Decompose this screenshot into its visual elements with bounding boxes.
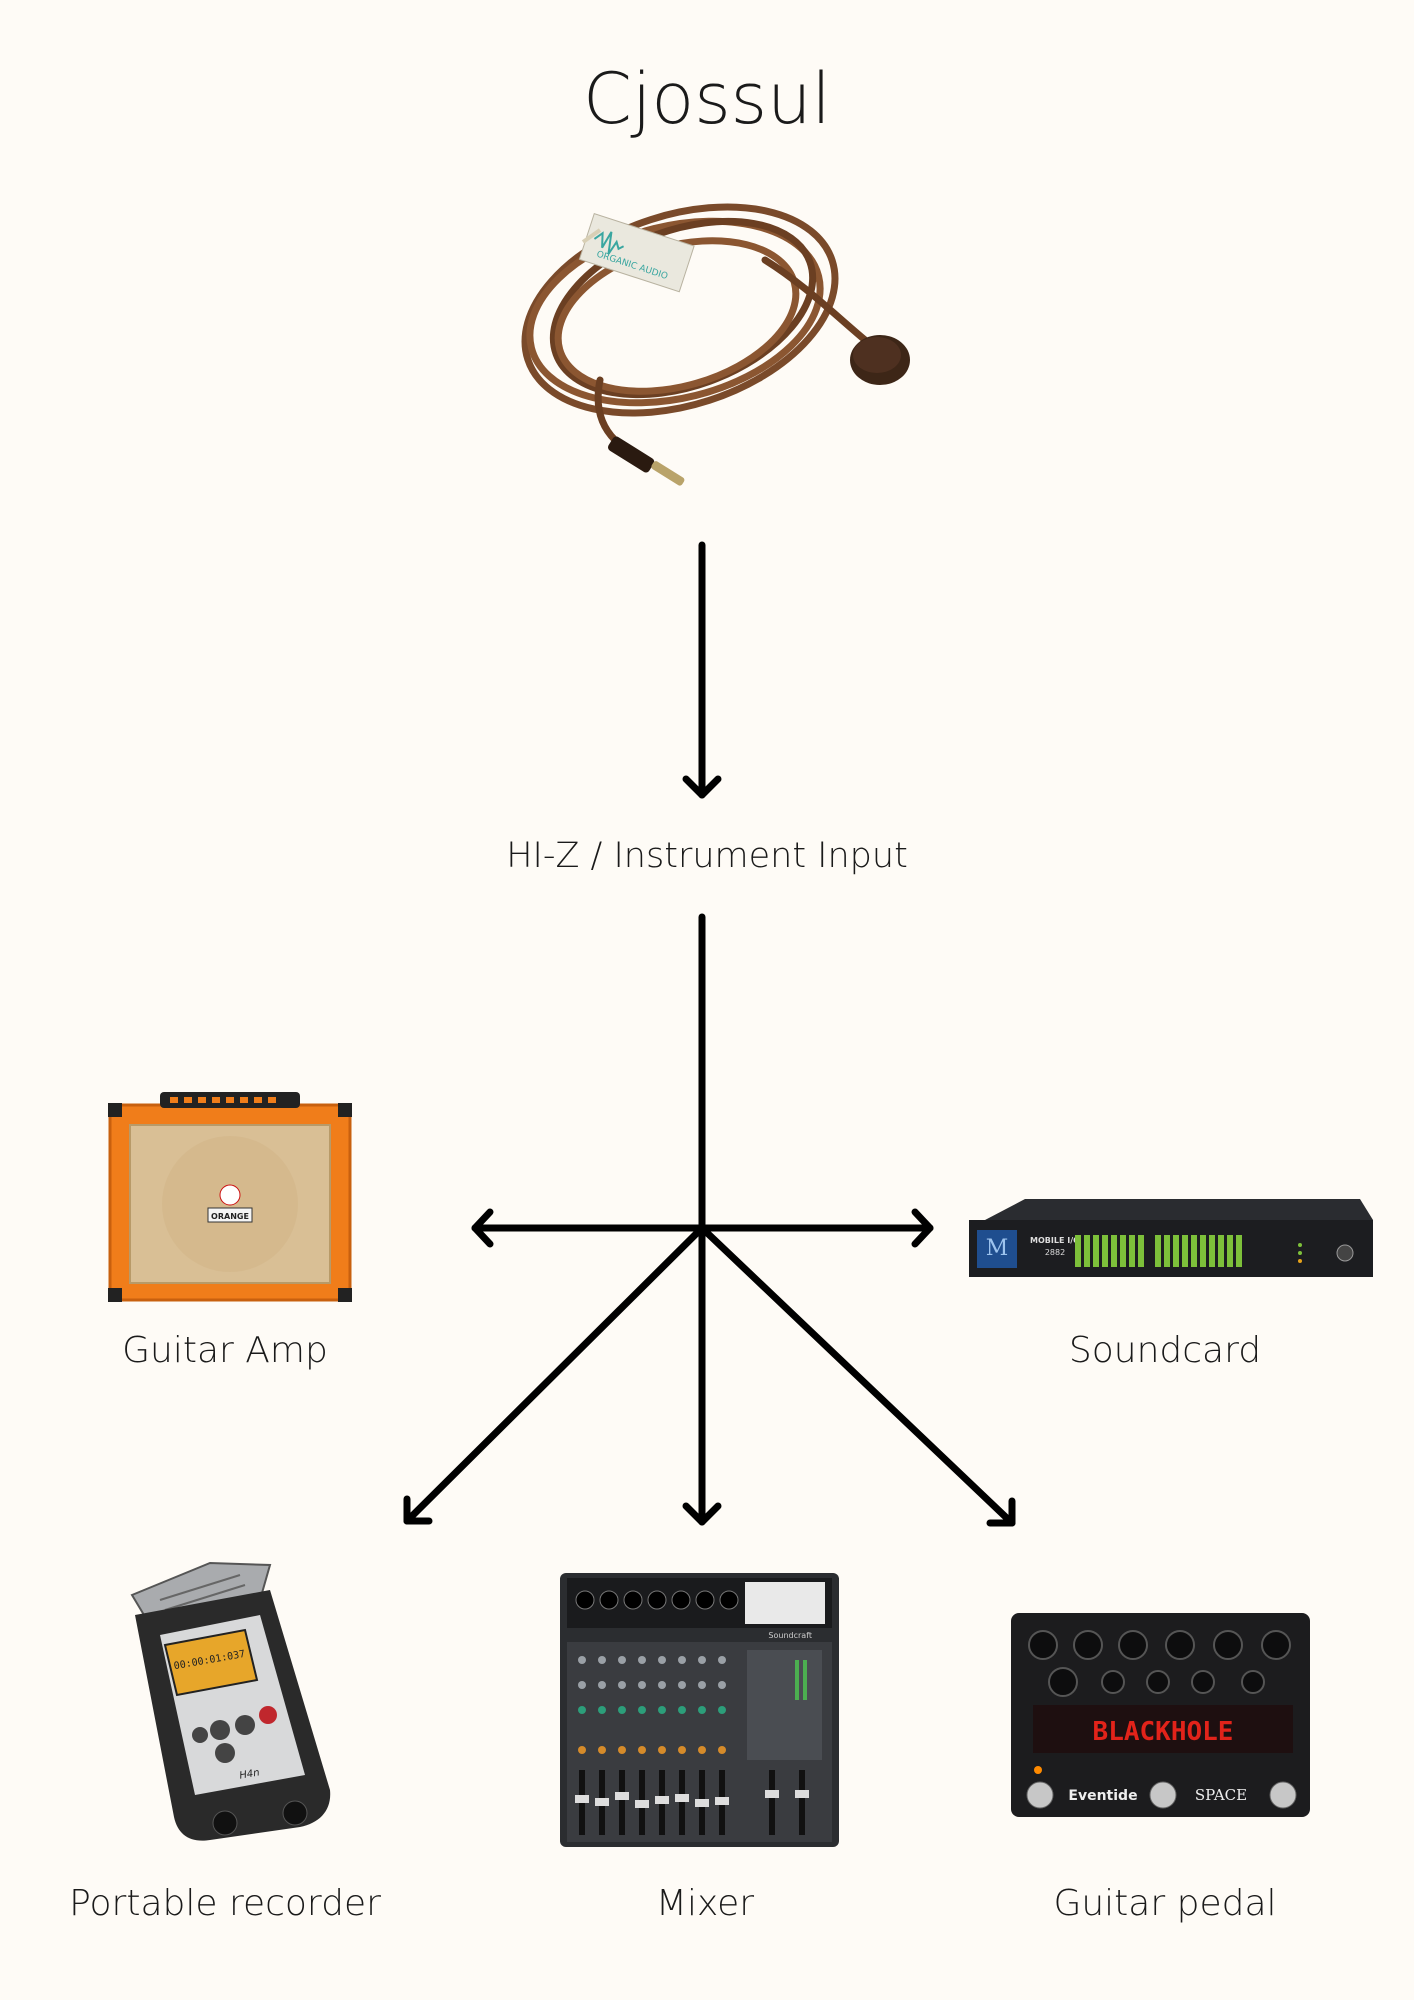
guitar-pedal-image: BLACKHOLE Eventide SPACE	[1011, 1613, 1310, 1817]
guitar-amp-label: Guitar Amp	[122, 1330, 328, 1371]
portable-recorder-label: Portable recorder	[69, 1883, 381, 1924]
mixer-brand-text: Soundcraft	[768, 1631, 812, 1640]
pedal-brand-text: Eventide	[1068, 1788, 1137, 1804]
guitar-amp-image: ORANGE	[108, 1092, 352, 1302]
pedal-series-text: SPACE	[1195, 1786, 1247, 1804]
arrow-to-guitar-amp	[471, 1208, 706, 1248]
soundcard-image: M MOBILE I/O 2882	[969, 1199, 1373, 1277]
recorder-model-text: H4n	[239, 1767, 261, 1781]
arrow-to-guitar-pedal	[698, 1224, 1016, 1527]
guitar-pedal-label: Guitar pedal	[1053, 1883, 1277, 1924]
arrow-to-soundcard	[698, 1208, 934, 1248]
diagram-title: Cjossul	[583, 58, 831, 140]
soundcard-brand-text: MOBILE I/O	[1030, 1236, 1080, 1245]
contact-microphone-cable-image: ORGANIC AUDIO	[521, 203, 910, 486]
arrow-to-portable-recorder	[403, 1224, 706, 1525]
soundcard-model-text: 2882	[1045, 1248, 1065, 1257]
mixer-image: Soundcraft	[560, 1573, 839, 1847]
portable-recorder-image: 00:00:01:037 H4n	[130, 1561, 331, 1841]
soundcard-label: Soundcard	[1068, 1330, 1262, 1371]
arrow-cable-to-input	[682, 541, 722, 799]
pedal-display-text: BLACKHOLE	[1093, 1717, 1234, 1747]
svg-text:M: M	[986, 1236, 1009, 1261]
input-label: HI-Z / Instrument Input	[506, 836, 908, 876]
arrow-to-mixer	[682, 1224, 722, 1526]
mixer-label: Mixer	[655, 1883, 755, 1924]
amp-badge-text: ORANGE	[211, 1212, 249, 1221]
